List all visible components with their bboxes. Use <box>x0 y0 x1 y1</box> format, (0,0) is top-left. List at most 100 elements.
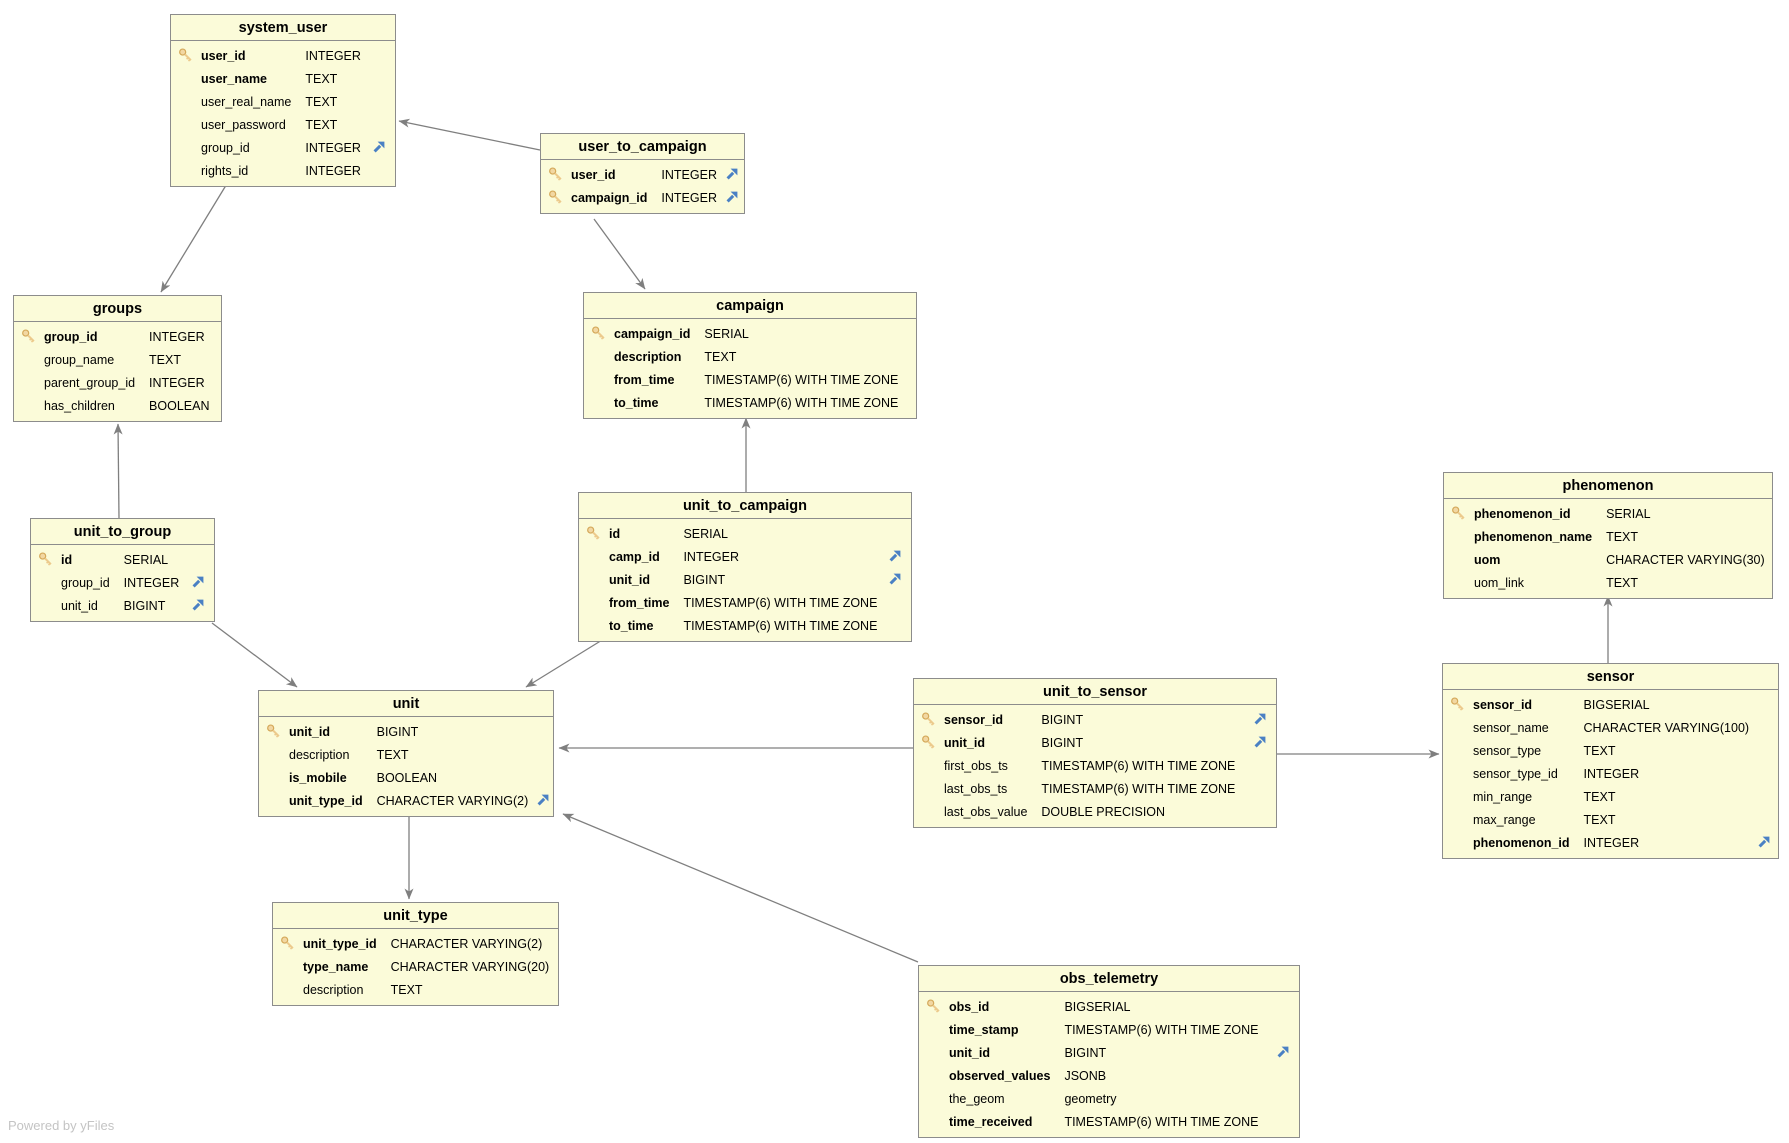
yfiles-watermark: Powered by yFiles <box>8 1118 115 1133</box>
entity-unit_to_group[interactable]: unit_to_group id SERIAL <box>30 518 215 622</box>
entity-campaign[interactable]: campaign campaign_id SERIAL <box>583 292 917 419</box>
attribute-row: has_children BOOLEAN <box>14 394 240 417</box>
primary-key-icon <box>548 189 563 207</box>
attribute-name: sensor_name <box>1473 720 1549 735</box>
attribute-type: TEXT <box>1583 789 1616 804</box>
attribute-type: TIMESTAMP(6) WITH TIME ZONE <box>704 372 899 387</box>
attribute-row: the_geom geometry <box>919 1087 1299 1110</box>
entity-unit_type[interactable]: unit_type unit_type_id CHARACTER VARYING… <box>272 902 559 1006</box>
attribute-type: BIGINT <box>683 572 726 587</box>
attribute-type: INTEGER <box>149 329 205 344</box>
attribute-name: group_name <box>44 352 115 367</box>
attribute-name: unit_id <box>289 724 330 739</box>
edge-unit_to_campaign-to-unit <box>525 636 608 688</box>
attribute-row: phenomenon_id INTEGER <box>1443 831 1780 854</box>
attribute-name: phenomenon_id <box>1473 835 1570 850</box>
attribute-type: TEXT <box>376 747 409 762</box>
attribute-name: unit_type_id <box>303 936 377 951</box>
entity-unit[interactable]: unit unit_id BIGINT <box>258 690 554 817</box>
entity-user_to_campaign[interactable]: user_to_campaign user_id INTEGER <box>540 133 745 214</box>
attribute-type: INTEGER <box>1583 835 1640 850</box>
attribute-name: unit_id <box>949 1045 990 1060</box>
primary-key-icon <box>548 166 563 184</box>
attribute-row: time_stamp TIMESTAMP(6) WITH TIME ZONE <box>919 1018 1299 1041</box>
attribute-type: CHARACTER VARYING(2) <box>390 936 543 951</box>
primary-key-icon <box>266 723 281 741</box>
attribute-type: INTEGER <box>1583 766 1640 781</box>
attribute-name: sensor_id <box>1473 697 1533 712</box>
attribute-type: INTEGER <box>149 375 205 390</box>
attribute-type: SERIAL <box>1606 506 1651 521</box>
attribute-row: phenomenon_id SERIAL <box>1444 502 1789 525</box>
attribute-name: group_id <box>44 329 98 344</box>
attribute-name: sensor_type_id <box>1473 766 1558 781</box>
attribute-row: max_range TEXT <box>1443 808 1780 831</box>
attribute-row: sensor_id BIGSERIAL <box>1443 693 1780 716</box>
attribute-type: BIGSERIAL <box>1064 999 1131 1014</box>
attribute-type: TIMESTAMP(6) WITH TIME ZONE <box>1041 758 1236 773</box>
attribute-row: group_id INTEGER <box>171 136 395 159</box>
attribute-type: TEXT <box>305 117 338 132</box>
entity-obs_telemetry[interactable]: obs_telemetry obs_id BIGSERIAL <box>918 965 1300 1138</box>
attribute-row: uom_link TEXT <box>1444 571 1789 594</box>
edge-unit_to_group-to-unit <box>211 622 298 688</box>
entity-groups[interactable]: groups group_id INTEGER <box>13 295 222 422</box>
edge-obs_telemetry-to-unit <box>562 813 919 963</box>
attribute-row: unit_id BIGINT <box>914 731 1276 754</box>
primary-key-icon <box>921 734 936 752</box>
attribute-name: unit_id <box>609 572 650 587</box>
attribute-row: sensor_type TEXT <box>1443 739 1780 762</box>
attribute-row: id SERIAL <box>31 548 214 571</box>
entity-attribute-list: sensor_id BIGSERIAL sensor_name CHA <box>1443 693 1780 854</box>
attribute-name: uom_link <box>1474 575 1525 590</box>
attribute-row: to_time TIMESTAMP(6) WITH TIME ZONE <box>584 391 929 414</box>
attribute-name: unit_id <box>944 735 985 750</box>
attribute-type: TEXT <box>1583 812 1616 827</box>
attribute-name: phenomenon_name <box>1474 529 1593 544</box>
attribute-row: first_obs_ts TIMESTAMP(6) WITH TIME ZONE <box>914 754 1276 777</box>
attribute-name: id <box>61 552 73 567</box>
attribute-row: sensor_type_id INTEGER <box>1443 762 1780 785</box>
entity-sensor[interactable]: sensor sensor_id BIGSERIAL <box>1442 663 1779 859</box>
entity-title: campaign <box>584 293 916 319</box>
primary-key-icon <box>1450 696 1465 714</box>
primary-key-icon <box>921 711 936 729</box>
attribute-row: is_mobile BOOLEAN <box>259 766 559 789</box>
entity-title: unit_to_campaign <box>579 493 911 519</box>
attribute-type: TIMESTAMP(6) WITH TIME ZONE <box>1064 1022 1259 1037</box>
entity-attribute-list: phenomenon_id SERIAL phenomenon_name <box>1444 502 1789 594</box>
attribute-row: id SERIAL <box>579 522 911 545</box>
entity-attribute-list: sensor_id BIGINT unit_id BIGINT <box>914 708 1276 823</box>
attribute-row: group_id INTEGER <box>14 325 240 348</box>
foreign-key-ne-arrow-icon <box>1276 1044 1291 1062</box>
attribute-row: unit_type_id CHARACTER VARYING(2) <box>259 789 559 812</box>
attribute-name: time_stamp <box>949 1022 1019 1037</box>
entity-title: sensor <box>1443 664 1778 690</box>
edge-system_user-to-groups <box>160 181 229 293</box>
entity-unit_to_sensor[interactable]: unit_to_sensor sensor_id BIGINT <box>913 678 1277 828</box>
entity-attribute-list: id SERIAL group_id INTEGER <box>31 548 214 617</box>
attribute-row: time_received TIMESTAMP(6) WITH TIME ZON… <box>919 1110 1299 1133</box>
attribute-name: sensor_type <box>1473 743 1542 758</box>
attribute-row: group_id INTEGER <box>31 571 214 594</box>
attribute-type: TIMESTAMP(6) WITH TIME ZONE <box>704 395 899 410</box>
entity-attribute-list: unit_id BIGINT description TEXT <box>259 720 559 812</box>
attribute-type: BIGINT <box>123 598 166 613</box>
entity-unit_to_campaign[interactable]: unit_to_campaign id SERIAL <box>578 492 912 642</box>
attribute-name: group_id <box>201 140 250 155</box>
entity-phenomenon[interactable]: phenomenon phenomenon_id SERIAL <box>1443 472 1773 599</box>
attribute-row: user_name TEXT <box>171 67 395 90</box>
attribute-type: INTEGER <box>661 167 717 182</box>
entity-system_user[interactable]: system_user user_id INTEGER <box>170 14 396 187</box>
attribute-name: parent_group_id <box>44 375 136 390</box>
entity-title: system_user <box>171 15 395 41</box>
foreign-key-ne-arrow-icon <box>888 548 903 566</box>
attribute-type: BIGSERIAL <box>1583 697 1650 712</box>
attribute-row: phenomenon_name TEXT <box>1444 525 1789 548</box>
attribute-name: group_id <box>61 575 110 590</box>
attribute-row: uom CHARACTER VARYING(30) <box>1444 548 1789 571</box>
attribute-name: max_range <box>1473 812 1536 827</box>
attribute-row: user_id INTEGER <box>171 44 395 67</box>
attribute-name: first_obs_ts <box>944 758 1008 773</box>
